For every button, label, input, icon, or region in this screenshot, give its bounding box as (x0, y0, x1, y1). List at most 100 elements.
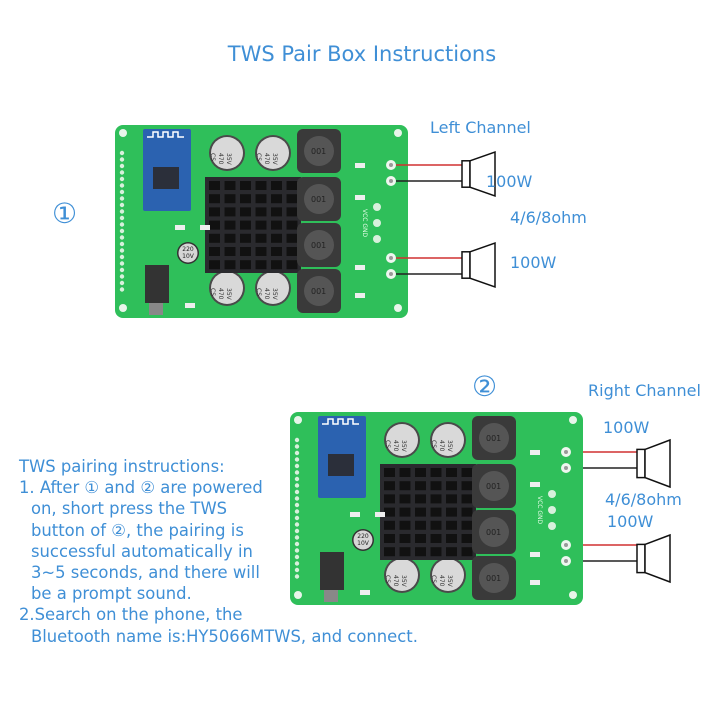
output-terminal-hole (389, 272, 393, 276)
output-terminal-hole (564, 543, 568, 547)
capacitor-label: 470 (438, 575, 445, 587)
heatsink-fin (446, 547, 457, 557)
header-pin (119, 183, 125, 188)
mount-hole (294, 591, 302, 599)
board-2-impedance: 4/6/8ohm (605, 490, 682, 509)
mount-hole (569, 591, 577, 599)
header-pin (119, 228, 125, 234)
heatsink-fin (430, 534, 442, 543)
smd-component (355, 195, 365, 200)
heatsink-fin (384, 507, 395, 517)
heatsink-fin (430, 468, 442, 477)
heatsink-fin (461, 468, 473, 477)
board-1-impedance: 4/6/8ohm (510, 208, 587, 227)
speaker-cone (644, 438, 671, 489)
inductor-core (304, 136, 334, 166)
header-pin (294, 444, 300, 449)
power-pin-label: VCC GND (536, 496, 543, 525)
heatsink-fin (286, 247, 298, 256)
heatsink-fin (430, 507, 442, 517)
heatsink-fin (399, 468, 411, 477)
heatsink-fin (461, 534, 473, 543)
header-pin (119, 280, 125, 286)
header-pin (119, 267, 125, 273)
instruction-line: Bluetooth name is:HY5066MTWS, and connec… (31, 626, 418, 646)
header-pin (294, 502, 300, 508)
header-pin (294, 548, 300, 553)
capacitor-label: 470 (263, 153, 270, 165)
inductor-label: 001 (486, 482, 501, 491)
capacitor-label: 470 (438, 440, 445, 452)
small-capacitor-voltage: 10V (182, 253, 195, 260)
bluetooth-chip (328, 454, 354, 476)
header-pin (294, 450, 300, 456)
capacitor-top (432, 424, 464, 456)
instruction-line: 2.Search on the phone, the (19, 605, 243, 625)
board-1-marker: ① (52, 197, 78, 230)
heatsink-fin (209, 220, 220, 230)
heatsink-fin (286, 220, 298, 230)
inductor-core (479, 423, 509, 453)
heatsink-fin (240, 220, 251, 230)
capacitor-top (211, 272, 243, 304)
speaker-cone (469, 241, 496, 289)
heatsink-fin (384, 534, 395, 543)
header-pin (294, 437, 300, 443)
instruction-line: button of ②, the pairing is (31, 520, 244, 540)
inductor-label: 001 (311, 195, 326, 204)
power-pad (373, 235, 381, 243)
heatsink-fin (240, 247, 251, 256)
speaker-magnet (461, 160, 471, 188)
inductor-core (479, 517, 509, 547)
heatsink-fin (384, 481, 395, 491)
heatsink-fin (384, 547, 395, 557)
heatsink-fin (286, 233, 298, 243)
heatsink-fin (399, 520, 411, 530)
heatsink-fin (286, 260, 298, 270)
speaker-magnet (636, 448, 646, 479)
board-2-marker: ② (472, 370, 498, 403)
heatsink-fin (255, 233, 267, 243)
inductor-label: 001 (486, 574, 501, 583)
heatsink-fin (461, 507, 473, 517)
capacitor-label: CS (430, 575, 437, 583)
capacitor-label: CS (209, 288, 216, 296)
header-pin (119, 202, 125, 208)
output-terminal-hole (564, 466, 568, 470)
heatsink-fin (240, 194, 251, 204)
capacitor-label: 35V (400, 575, 407, 588)
header-pin (294, 561, 300, 566)
inductor-label: 001 (486, 434, 501, 443)
mount-hole (119, 129, 127, 137)
capacitor-label: 35V (225, 288, 232, 301)
heatsink-fin (461, 494, 473, 504)
heatsink-fin (209, 181, 220, 190)
smd-component (360, 590, 370, 595)
header-pin (294, 489, 300, 495)
power-pad (373, 219, 381, 227)
header-pin (119, 235, 125, 240)
capacitor-label: 35V (446, 575, 453, 588)
heatsink-fin (415, 494, 426, 504)
header-pin (119, 241, 125, 247)
heatsink-fin (209, 233, 220, 243)
instruction-line: 3~5 seconds, and there will (31, 563, 260, 583)
heatsink-fin (446, 468, 457, 477)
capacitor-label: 470 (217, 153, 224, 165)
header-pin (294, 574, 300, 579)
page-title: TWS Pair Box Instructions (227, 42, 497, 66)
instruction-line: be a prompt sound. (31, 584, 192, 604)
header-pin (119, 248, 125, 253)
inductor-core (304, 230, 334, 260)
board-1-bottom-power: 100W (510, 253, 557, 272)
heatsink-fin (271, 194, 282, 204)
instruction-line: successful automatically in (31, 541, 253, 561)
speaker-magnet (461, 251, 471, 279)
capacitor-label: CS (209, 153, 216, 161)
heatsink-fin (224, 233, 236, 243)
header-pin (119, 287, 125, 292)
antenna-trace (322, 418, 359, 425)
header-pin (119, 209, 125, 214)
output-terminal-hole (389, 179, 393, 183)
header-pin (294, 528, 300, 534)
